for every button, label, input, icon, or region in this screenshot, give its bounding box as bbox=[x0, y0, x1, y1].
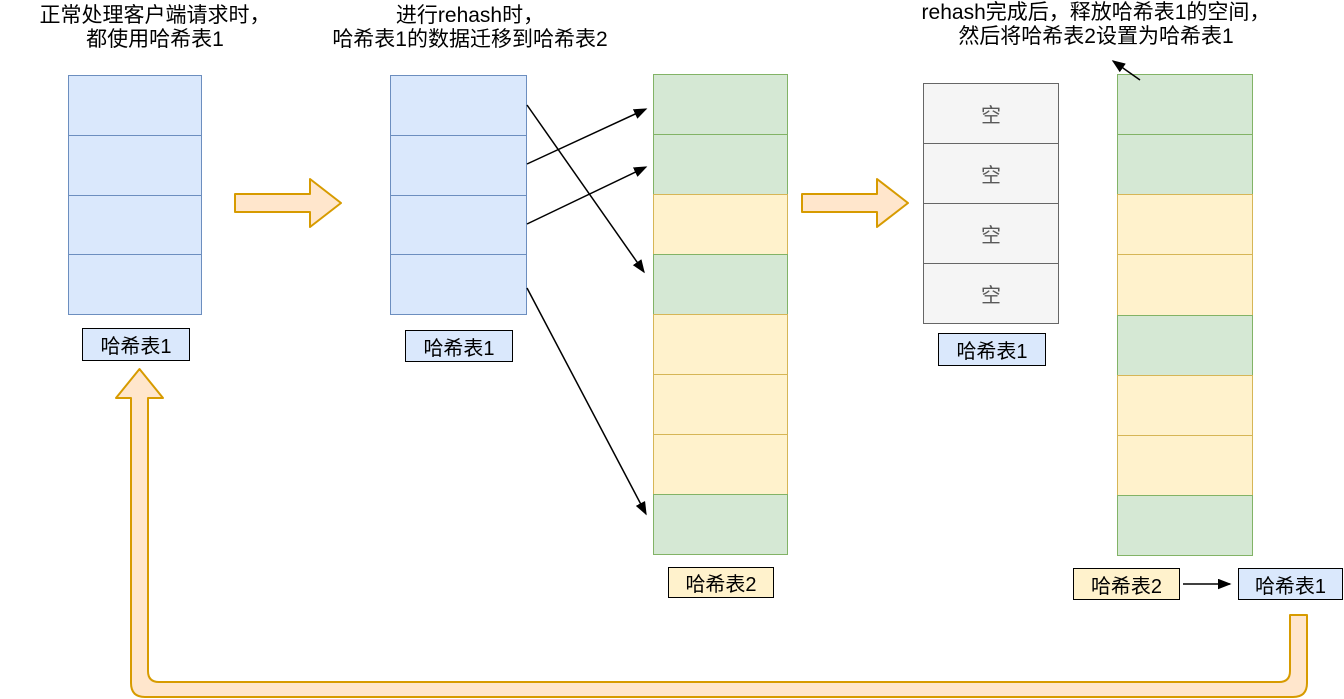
migration-arrow-slot1 bbox=[526, 104, 645, 274]
hash-slot-gray: 空 bbox=[923, 83, 1059, 144]
hash-slot-green bbox=[653, 254, 788, 315]
hash-slot-green bbox=[653, 134, 788, 195]
hash-slot-green bbox=[1117, 74, 1253, 136]
hash-slot-green bbox=[1117, 494, 1253, 556]
hash-slot-gray: 空 bbox=[923, 263, 1059, 324]
label-text: 哈希表1 bbox=[1254, 575, 1327, 598]
label-text: 哈希表2 bbox=[1090, 575, 1163, 598]
migration-arrow-slot3 bbox=[526, 166, 648, 225]
label-hash-table1-step3: 哈希表1 bbox=[938, 333, 1046, 366]
label-hash-table1-step2: 哈希表1 bbox=[405, 330, 513, 362]
label-text: 哈希表1 bbox=[100, 336, 172, 358]
hash-table1-step3-empty: 空空空空 bbox=[923, 83, 1059, 324]
hash-slot-blue bbox=[390, 75, 527, 136]
hash-slot-yellow bbox=[1117, 374, 1253, 436]
flow-arrow-step2-to-step3 bbox=[801, 178, 909, 228]
label-hash-table2-step2: 哈希表2 bbox=[668, 567, 774, 598]
label-hash-table2-step3-old: 哈希表2 bbox=[1073, 568, 1180, 600]
label-hash-table1-step3-new: 哈希表1 bbox=[1238, 568, 1343, 600]
label-text: 哈希表1 bbox=[423, 337, 495, 360]
hash-slot-green bbox=[1117, 134, 1253, 196]
label-text: 哈希表1 bbox=[956, 341, 1028, 363]
caption-step3-line1: rehash完成后，释放哈希表1的空间， bbox=[921, 1, 1271, 24]
flow-arrow-step1-to-step2 bbox=[234, 178, 342, 228]
caption-step3: rehash完成后，释放哈希表1的空间， 然后将哈希表2设置为哈希表1 bbox=[853, 1, 1339, 49]
hash-slot-blue bbox=[68, 134, 202, 196]
caption-step2-line2: 哈希表1的数据迁移到哈希表2 bbox=[332, 28, 608, 51]
hash-table2-step3 bbox=[1117, 74, 1253, 556]
hash-table1-step2 bbox=[390, 75, 527, 315]
hash-table1-step1 bbox=[68, 75, 202, 315]
hash-slot-green bbox=[653, 494, 788, 555]
hash-slot-yellow bbox=[1117, 194, 1253, 256]
caption-step3-line2: 然后将哈希表2设置为哈希表1 bbox=[958, 25, 1234, 48]
hash-slot-blue bbox=[68, 194, 202, 256]
hash-slot-blue bbox=[68, 75, 202, 136]
hash-slot-blue bbox=[390, 134, 527, 196]
caption-step1-line2: 都使用哈希表1 bbox=[86, 28, 224, 51]
hash-slot-green bbox=[653, 74, 788, 135]
hash-table2-step2 bbox=[653, 74, 788, 555]
caption-step1: 正常处理客户端请求时， 都使用哈希表1 bbox=[0, 4, 310, 52]
caption-step2: 进行rehash时， 哈希表1的数据迁移到哈希表2 bbox=[295, 4, 645, 52]
label-text: 哈希表2 bbox=[685, 574, 757, 596]
hash-slot-blue bbox=[390, 194, 527, 256]
caption-step2-line1: 进行rehash时， bbox=[395, 4, 545, 27]
hash-slot-yellow bbox=[653, 434, 788, 495]
hash-slot-yellow bbox=[653, 194, 788, 255]
hash-slot-gray: 空 bbox=[923, 143, 1059, 204]
hash-slot-blue bbox=[390, 254, 527, 315]
hash-slot-green bbox=[1117, 314, 1253, 376]
caption-step1-line1: 正常处理客户端请求时， bbox=[39, 4, 271, 27]
hash-slot-gray: 空 bbox=[923, 203, 1059, 264]
migration-arrow-slot4 bbox=[526, 287, 647, 516]
hash-slot-yellow bbox=[1117, 254, 1253, 316]
hash-slot-yellow bbox=[1117, 434, 1253, 496]
migration-arrow-slot2 bbox=[526, 108, 648, 165]
hash-slot-yellow bbox=[653, 374, 788, 435]
label-hash-table1-step1: 哈希表1 bbox=[82, 328, 190, 361]
hash-slot-blue bbox=[68, 254, 202, 315]
hash-slot-yellow bbox=[653, 314, 788, 375]
